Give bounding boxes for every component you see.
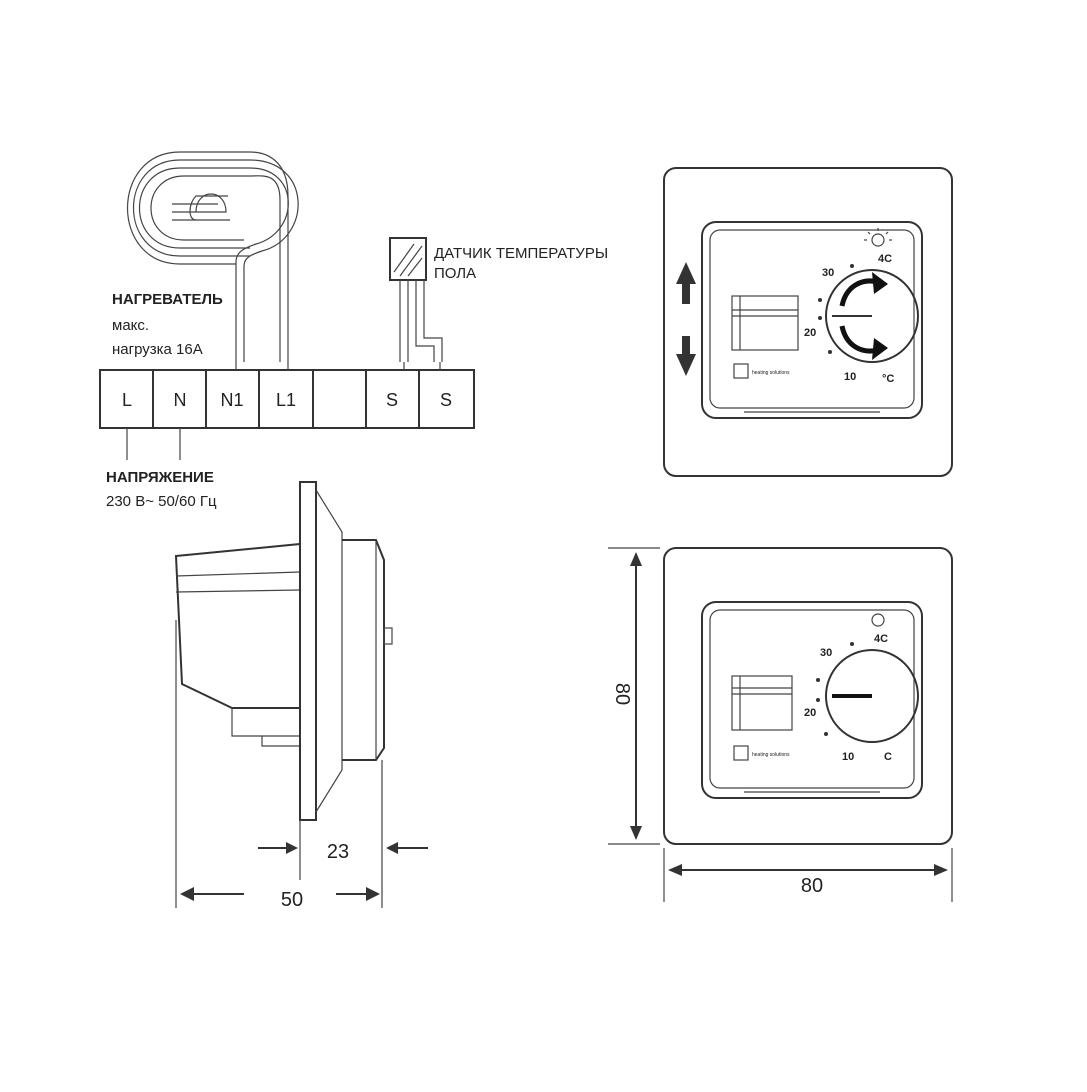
terminal-N1: N1 <box>220 390 243 410</box>
voltage-title: НАПРЯЖЕНИЕ <box>106 469 214 486</box>
rotate-ccw-icon <box>839 325 888 360</box>
front-view-dimensions: 30 4C 20 10 C heating solutions 80 80 <box>608 547 953 902</box>
scale-30: 30 <box>822 267 834 279</box>
sensor-label-line1: ДАТЧИК ТЕМПЕРАТУРЫ <box>434 245 608 262</box>
side-view: 23 50 <box>174 481 428 911</box>
terminal-S2: S <box>440 390 452 410</box>
floor-sensor <box>389 237 443 362</box>
terminal-block: L N N1 L1 S S <box>99 369 475 429</box>
sun-icon <box>864 228 892 247</box>
sensor-label-line2: ПОЛА <box>434 265 476 282</box>
scale-40-b: 4C <box>874 633 888 645</box>
scale-10: 10 <box>844 371 856 383</box>
thermostat-knob-b <box>825 649 919 743</box>
arrow-down-icon <box>676 336 696 376</box>
dim-depth-front: 23 <box>327 841 349 863</box>
scale-40: 4C <box>878 253 892 265</box>
brand-text-bottom: heating solutions <box>752 752 790 758</box>
rotate-cw-icon <box>839 272 888 307</box>
dim-width: 80 <box>801 875 823 897</box>
terminal-S1: S <box>386 390 398 410</box>
wiring-diagram: НАГРЕВАТЕЛЬ макс. нагрузка 16А ДАТЧИК ТЕ… <box>99 151 608 510</box>
unit-label: °C <box>882 373 894 385</box>
thermostat-knob <box>825 269 919 363</box>
scale-10-b: 10 <box>842 751 854 763</box>
arrow-up-icon <box>676 262 696 304</box>
scale-30-b: 30 <box>820 647 832 659</box>
heating-cable <box>126 151 299 362</box>
dim-height: 80 <box>611 683 633 705</box>
heater-sub1: макс. <box>112 317 149 334</box>
scale-20-b: 20 <box>804 707 816 719</box>
dim-depth-total: 50 <box>281 889 303 911</box>
scale-20: 20 <box>804 327 816 339</box>
voltage-sub: 230 В~ 50/60 Гц <box>106 493 217 510</box>
brand-text-top: heating solutions <box>752 370 790 376</box>
heater-sub2: нагрузка 16А <box>112 341 203 358</box>
terminal-L: L <box>122 390 132 410</box>
unit-label-b: C <box>884 751 892 763</box>
front-view-adjust: 30 4C 20 10 °C heating solutions <box>663 167 953 477</box>
led-indicator <box>871 613 885 627</box>
heater-title: НАГРЕВАТЕЛЬ <box>112 291 223 308</box>
terminal-N: N <box>174 390 187 410</box>
terminal-L1: L1 <box>276 390 296 410</box>
